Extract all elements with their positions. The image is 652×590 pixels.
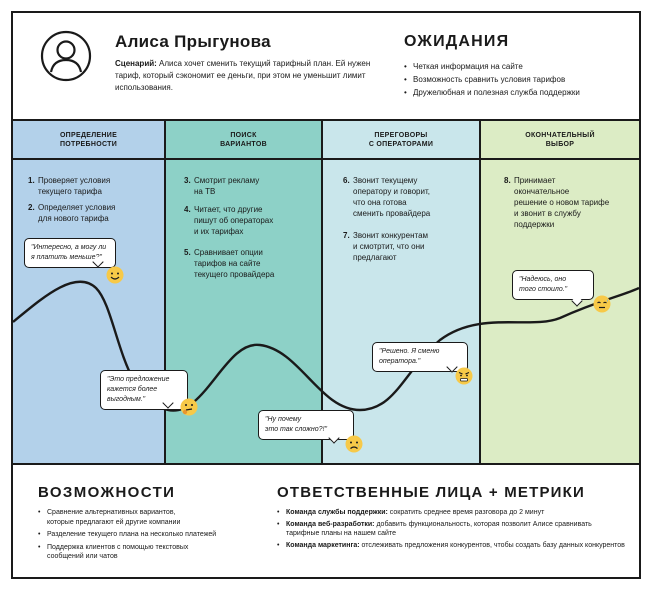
journey-step: 4. Читает, что другие пишут об оператора… <box>184 204 273 237</box>
step-text: Проверяет условия текущего тарифа <box>38 176 111 196</box>
owner-metric: сократить среднее время разговора до 2 м… <box>387 509 545 516</box>
quote-bubble: "Это предложение кажется более выгодным.… <box>100 370 188 410</box>
expectations-list: Четкая информация на сайте Возможность с… <box>404 60 580 99</box>
step-number: 5. <box>184 248 191 257</box>
step-number: 8. <box>504 176 511 185</box>
expectations-title: ОЖИДАНИЯ <box>404 33 510 50</box>
thinking-emoji-icon <box>180 398 198 416</box>
step-text: Определяет условия для нового тарифа <box>38 203 116 223</box>
smiling-emoji-icon <box>106 266 124 284</box>
ownership-item: Команда веб-разработки: добавить функцио… <box>277 520 627 539</box>
ownership-item: Команда службы поддержки: сократить сред… <box>277 508 627 518</box>
stage-header-divider <box>13 158 639 160</box>
step-number: 3. <box>184 176 191 185</box>
journey-step: 7. Звонит конкурентам и смотртит, что он… <box>343 230 428 263</box>
opportunities-title: ВОЗМОЖНОСТИ <box>38 484 176 501</box>
quote-bubble: "Ну почему это так сложно?!" <box>258 410 354 440</box>
ownership-list: Команда службы поддержки: сократить сред… <box>277 508 627 552</box>
step-text: Смотрит рекламу на ТВ <box>194 176 260 196</box>
stage-column-bg-1 <box>13 121 164 463</box>
step-number: 6. <box>343 176 350 185</box>
owner-metric: добавить функциональность, которая позво… <box>286 520 592 538</box>
step-text: Сравнивает опции тарифов на сайте текуще… <box>194 248 275 279</box>
sad-emoji-icon <box>345 435 363 453</box>
step-number: 7. <box>343 231 350 240</box>
ownership-item: Команда маркетинга: отслеживать предложе… <box>277 541 627 551</box>
stage-title: ПОИСК ВАРИАНТОВ <box>220 132 267 148</box>
persona-avatar-icon <box>40 30 92 82</box>
quote-bubble: "Интересно, а могу ли я платить меньше?" <box>24 238 116 268</box>
journey-step: 5. Сравнивает опции тарифов на сайте тек… <box>184 247 274 280</box>
angry-emoji-icon <box>455 367 473 385</box>
expectation-item: Дружелюбная и полезная служба поддержки <box>404 86 580 99</box>
relieved-emoji-icon <box>593 295 611 313</box>
scenario-text: Алиса хочет сменить текущий тарифный пла… <box>115 59 371 92</box>
stage-divider-bottom <box>13 463 639 465</box>
step-number: 4. <box>184 205 191 214</box>
journey-step: 2. Определяет условия для нового тарифа <box>28 202 115 224</box>
journey-step: 8. Принимает окончательное решение о нов… <box>504 175 609 230</box>
journey-step: 1. Проверяет условия текущего тарифа <box>28 175 110 197</box>
persona-name: Алиса Прыгунова <box>115 32 271 51</box>
persona-scenario: Сценарий: Алиса хочет сменить текущий та… <box>115 58 377 94</box>
stage-title: ОКОНЧАТЕЛЬНЫЙ ВЫБОР <box>525 132 595 148</box>
owner-team: Команда службы поддержки: <box>286 509 388 516</box>
owner-team: Команда веб-разработки: <box>286 520 375 528</box>
expectation-item: Возможность сравнить условия тарифов <box>404 73 580 86</box>
opportunity-item: Сравнение альтернативных вариантов, кото… <box>38 508 278 527</box>
owner-team: Команда маркетинга: <box>286 541 360 549</box>
stage-title: ПЕРЕГОВОРЫ С ОПЕРАТОРАМИ <box>368 132 434 148</box>
stage-divider-top <box>13 119 639 121</box>
opportunity-item: Поддержка клиентов с помощью текстовых с… <box>38 543 278 562</box>
stage-title: ОПРЕДЕЛЕНИЕ ПОТРЕБНОСТИ <box>59 132 118 148</box>
ownership-title: ОТВЕТСТВЕННЫЕ ЛИЦА + МЕТРИКИ <box>277 484 585 501</box>
journey-step: 6. Звонит текущему оператору и говорит, … <box>343 175 430 219</box>
quote-bubble: "Надеюсь, оно того стоило." <box>512 270 594 300</box>
scenario-label: Сценарий: <box>115 59 157 68</box>
opportunity-item: Разделение текущего плана на несколько п… <box>38 530 278 540</box>
step-text: Читает, что другие пишут об операторах и… <box>194 205 274 236</box>
step-number: 2. <box>28 203 35 212</box>
step-text: Звонит конкурентам и смотртит, что они п… <box>353 231 429 262</box>
expectation-item: Четкая информация на сайте <box>404 60 580 73</box>
step-text: Звонит текущему оператору и говорит, что… <box>353 176 431 218</box>
journey-step: 3. Смотрит рекламу на ТВ <box>184 175 259 197</box>
step-number: 1. <box>28 176 35 185</box>
step-text: Принимает окончательное решение о новом … <box>514 176 610 229</box>
column-separator <box>479 121 481 463</box>
opportunities-list: Сравнение альтернативных вариантов, кото… <box>38 508 278 565</box>
column-separator <box>164 121 166 463</box>
owner-metric: отслеживать предложения конкурентов, что… <box>359 541 625 549</box>
